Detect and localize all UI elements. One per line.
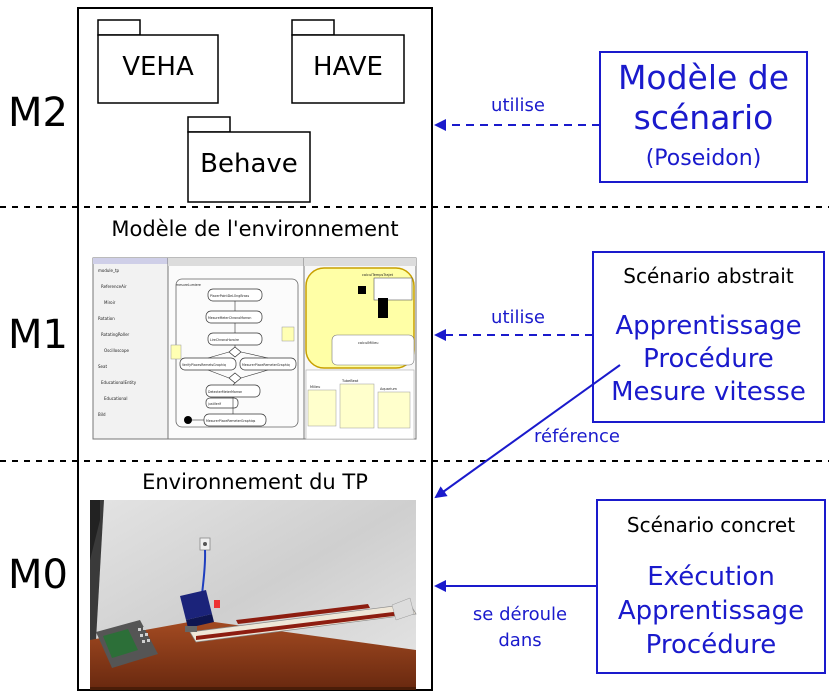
level-m0: M0 bbox=[8, 552, 68, 598]
tree-item: Rotation bbox=[98, 316, 115, 321]
tree-item: Bild bbox=[98, 412, 106, 417]
tree-item: Oscilloscope bbox=[104, 348, 129, 353]
concrete-scenario-line: Exécution bbox=[647, 562, 775, 592]
state-label: LireChronoHoraire bbox=[210, 338, 239, 342]
state-label: justVerif bbox=[207, 402, 222, 406]
m0-title: Environnement du TP bbox=[142, 470, 368, 494]
activity-label: Milieu bbox=[310, 385, 320, 389]
tree-item: RotatingRoller bbox=[101, 332, 130, 337]
activity-label: Aquarium bbox=[380, 387, 398, 391]
state-label: MesurerPlaceRemeterGraphiq bbox=[242, 363, 290, 367]
package-have bbox=[291, 19, 405, 104]
scenario-model-line1: Modèle de bbox=[617, 58, 790, 97]
abstract-scenario-line: Procédure bbox=[643, 344, 774, 374]
package-have-label: HAVE bbox=[313, 52, 383, 82]
scenario-model-line2: scénario bbox=[633, 98, 774, 137]
tree-panel bbox=[92, 257, 169, 440]
label-reference: référence bbox=[534, 426, 620, 447]
scenario-model-text: Modèle de scénario bbox=[600, 58, 807, 138]
package-behave-label: Behave bbox=[200, 149, 298, 179]
abstract-scenario-line: Mesure vitesse bbox=[611, 377, 806, 407]
activity-label: calculMilieu bbox=[358, 341, 378, 345]
abstract-scenario-box bbox=[592, 251, 825, 423]
label-se-deroule: se déroule bbox=[472, 604, 568, 625]
level-m1: M1 bbox=[8, 312, 68, 358]
blue-device bbox=[180, 590, 212, 620]
state-label: mesureLumiere bbox=[176, 283, 201, 287]
uml-editor-screenshot: module_tpReferenceAirMiroirRotationRotat… bbox=[92, 257, 417, 440]
state-label: DetecterMeterMarron bbox=[208, 390, 242, 394]
scene-table bbox=[90, 620, 416, 687]
state-label: PlacerPointDeLOngBrass bbox=[210, 294, 249, 298]
abstract-scenario-title: Scénario abstrait bbox=[623, 264, 794, 288]
state-label: VerifyPlacesRemetsGraphiq bbox=[182, 363, 226, 367]
state-label: MesurerPlaceRemeterGraphiqs bbox=[206, 419, 256, 423]
state-labels: mesureLumierePlacerPointDeLOngBrassMesur… bbox=[176, 283, 290, 423]
label-utilise-m1: utilise bbox=[491, 307, 545, 328]
state-nodes bbox=[170, 288, 297, 427]
package-behave bbox=[187, 116, 311, 203]
tree-item: Educational bbox=[104, 396, 127, 401]
scenario-model-box bbox=[599, 51, 808, 183]
activity-label: TubeBeat bbox=[341, 379, 359, 383]
concrete-scenario-line: Procédure bbox=[645, 630, 777, 660]
abstract-scenario-line: Apprentissage bbox=[615, 311, 802, 341]
tp-scene bbox=[90, 500, 417, 690]
tree-item: Seat bbox=[98, 364, 107, 369]
state-label: MesureMeterChronoMarron bbox=[208, 316, 251, 320]
concrete-scenario-title: Scénario concret bbox=[626, 513, 796, 537]
tree-item: ReferenceAir bbox=[101, 284, 127, 289]
tree-item: module_tp bbox=[98, 268, 120, 273]
activity-label: calculTempsTrajet bbox=[362, 273, 394, 277]
concrete-scenario-line: Apprentissage bbox=[617, 596, 805, 626]
package-veha bbox=[97, 19, 219, 104]
label-dans: dans bbox=[498, 630, 542, 651]
tree-lines: module_tpReferenceAirMiroirRotationRotat… bbox=[98, 268, 137, 417]
level-m2: M2 bbox=[8, 90, 68, 136]
label-utilise-m2: utilise bbox=[491, 95, 545, 116]
m1-title: Modèle de l'environnement bbox=[111, 217, 399, 241]
concrete-scenario-lines: Exécution Apprentissage Procédure bbox=[597, 560, 825, 662]
tree-item: Miroir bbox=[104, 300, 116, 305]
scenario-model-line3: (Poseidon) bbox=[645, 146, 762, 171]
abstract-scenario-lines: Apprentissage Procédure Mesure vitesse bbox=[593, 310, 824, 409]
tree-item: EducationalEntity bbox=[101, 380, 137, 385]
arrow-reference bbox=[434, 364, 621, 499]
package-veha-label: VEHA bbox=[122, 52, 194, 82]
